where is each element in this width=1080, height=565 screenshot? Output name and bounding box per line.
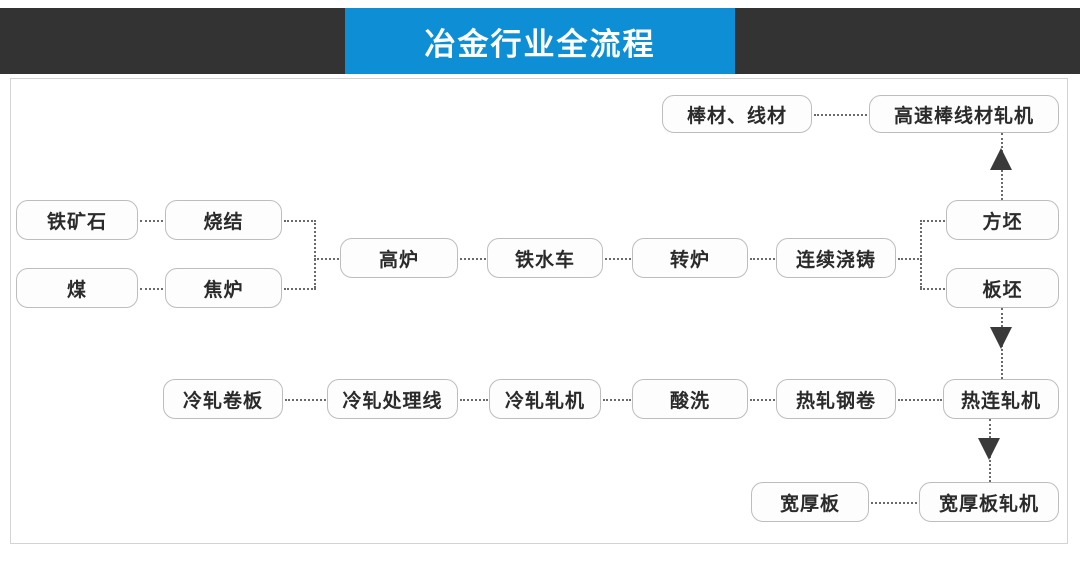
- node-slab[interactable]: 板坯: [946, 268, 1059, 308]
- edge-cr-proc-line-to-cr-coil: [285, 399, 326, 401]
- edge-converter-to-cont-casting: [750, 258, 775, 260]
- node-continuous-casting[interactable]: 连续浇铸: [776, 238, 896, 278]
- edge-hr-coil-to-pickling: [750, 399, 775, 401]
- edge-merge-spine: [314, 220, 316, 288]
- edge-heavy-plate-to-plate-mill: [871, 502, 917, 504]
- node-hot-rolled-coil[interactable]: 热轧钢卷: [776, 379, 896, 419]
- node-hot-metal-car[interactable]: 铁水车: [487, 238, 603, 278]
- node-coke-oven[interactable]: 焦炉: [165, 268, 282, 308]
- edge-hot-metal-car-to-converter: [605, 258, 631, 260]
- arrow-up-billet-to-hs-mill: [990, 148, 1012, 170]
- node-blast-furnace[interactable]: 高炉: [340, 238, 458, 278]
- node-sintering[interactable]: 烧结: [165, 200, 282, 240]
- arrow-down-slab-to-hot-strip-mill: [990, 327, 1012, 349]
- edge-bar-wire-to-hs-mill: [814, 114, 867, 116]
- diagram-frame: [10, 78, 1068, 544]
- node-hot-strip-mill[interactable]: 热连轧机: [943, 379, 1059, 419]
- node-cold-rolled-coil[interactable]: 冷轧卷板: [163, 379, 283, 419]
- edge-sintering-to-merge: [284, 220, 316, 222]
- edge-merge-to-blast-furnace: [314, 258, 339, 260]
- page-title: 冶金行业全流程: [424, 26, 656, 63]
- node-plate-mill[interactable]: 宽厚板轧机: [919, 482, 1059, 522]
- edge-hot-strip-mill-to-hr-coil: [898, 399, 942, 401]
- edge-blast-furnace-to-hot-metal-car: [460, 258, 486, 260]
- edge-split-to-billet: [920, 220, 945, 222]
- edge-coal-to-coke-oven: [140, 288, 163, 290]
- edge-iron-ore-to-sintering: [140, 220, 163, 222]
- edge-coke-oven-to-merge: [284, 288, 316, 290]
- edge-split-to-slab: [920, 288, 945, 290]
- node-bar-wire[interactable]: 棒材、线材: [662, 95, 812, 133]
- node-high-speed-bar-wire-mill[interactable]: 高速棒线材轧机: [869, 95, 1059, 133]
- edge-cont-casting-to-split: [898, 258, 922, 260]
- node-cold-rolling-mill[interactable]: 冷轧轧机: [489, 379, 601, 419]
- node-converter[interactable]: 转炉: [632, 238, 748, 278]
- node-heavy-plate[interactable]: 宽厚板: [751, 482, 869, 522]
- title-accent-block: [345, 8, 735, 74]
- node-billet[interactable]: 方坯: [946, 200, 1059, 240]
- edge-split-spine: [920, 220, 922, 288]
- edge-pickling-to-cr-mill: [603, 399, 631, 401]
- node-cold-rolling-processing-line[interactable]: 冷轧处理线: [327, 379, 458, 419]
- node-iron-ore[interactable]: 铁矿石: [16, 200, 138, 240]
- node-pickling[interactable]: 酸洗: [632, 379, 748, 419]
- edge-cr-mill-to-cr-proc-line: [460, 399, 488, 401]
- arrow-down-hot-strip-mill-to-plate-mill: [978, 438, 1000, 460]
- node-coal[interactable]: 煤: [16, 268, 138, 308]
